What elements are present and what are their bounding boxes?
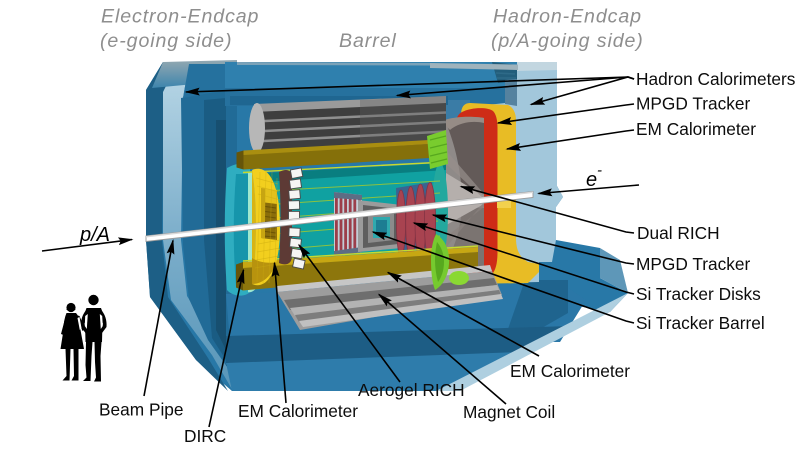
svg-text:Dual RICH: Dual RICH	[637, 223, 720, 243]
svg-text:DIRC: DIRC	[184, 426, 226, 446]
svg-text:Beam Pipe: Beam Pipe	[99, 400, 184, 420]
svg-text:EM Calorimeter: EM Calorimeter	[636, 119, 756, 139]
svg-text:Magnet Coil: Magnet Coil	[463, 402, 555, 422]
svg-text:e: e	[586, 169, 597, 191]
svg-text:(e-going side): (e-going side)	[100, 30, 232, 52]
svg-text:Barrel: Barrel	[339, 30, 397, 52]
svg-text:Si Tracker Disks: Si Tracker Disks	[636, 284, 761, 304]
svg-text:Si Tracker Barrel: Si Tracker Barrel	[636, 313, 765, 333]
svg-text:(p/A-going side): (p/A-going side)	[491, 30, 644, 52]
svg-text:MPGD Tracker: MPGD Tracker	[636, 254, 751, 274]
svg-text:p/A: p/A	[79, 224, 110, 246]
svg-text:-: -	[597, 162, 602, 179]
svg-text:Hadron Calorimeters: Hadron Calorimeters	[636, 69, 796, 89]
svg-text:EM Calorimeter: EM Calorimeter	[510, 361, 630, 381]
svg-text:Aerogel RICH: Aerogel RICH	[358, 380, 465, 400]
svg-text:EM Calorimeter: EM Calorimeter	[238, 401, 358, 421]
svg-text:MPGD Tracker: MPGD Tracker	[636, 94, 751, 114]
svg-text:Hadron-Endcap: Hadron-Endcap	[493, 6, 642, 28]
svg-text:Electron-Endcap: Electron-Endcap	[101, 6, 259, 28]
